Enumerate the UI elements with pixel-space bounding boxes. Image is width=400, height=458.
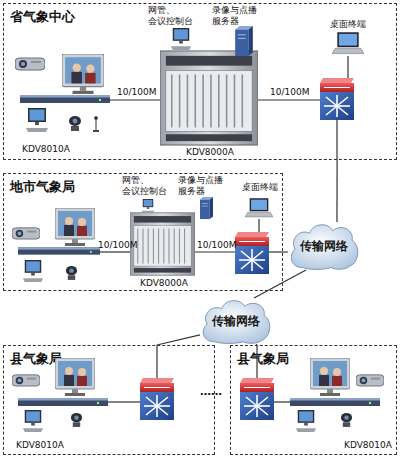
network-link: [254, 270, 306, 298]
laptop-icon: [245, 198, 273, 217]
device-label: 桌面终端: [330, 19, 366, 30]
server-icon: [200, 197, 213, 219]
switch-icon: [320, 78, 354, 120]
terminal-icon: [18, 247, 100, 254]
lan-wire: [108, 401, 140, 402]
projector-icon: [12, 375, 40, 386]
microphone-icon: [93, 116, 99, 132]
cloud-label: 传输网络: [212, 313, 260, 330]
lan-wire: [274, 401, 290, 402]
mcu-rack-icon: [160, 51, 258, 145]
lan-wire: [347, 56, 348, 78]
region-title: 地市气象局: [10, 178, 75, 196]
link-speed: 10/100M: [197, 240, 236, 251]
region-title: 县气象局: [10, 350, 62, 368]
model-label: KDV8000A: [140, 278, 188, 289]
region-title: 省气象中心: [10, 8, 75, 26]
link-speed: 10/100M: [117, 87, 156, 98]
link-speed: 10/100M: [270, 87, 309, 98]
terminal-icon: [290, 398, 380, 406]
projector-icon: [12, 228, 40, 239]
projector-icon: [356, 375, 384, 386]
site-region: 县气象局: [230, 345, 397, 455]
device-label: 录像与点播 服务器: [178, 175, 223, 197]
camera-icon: [66, 266, 77, 280]
pc-icon: [23, 260, 43, 282]
network-link: [157, 335, 200, 345]
camera-icon: [69, 116, 81, 131]
lan-wire: [100, 251, 130, 252]
region-title: 县气象局: [237, 350, 289, 368]
cloud-label: 传输网络: [300, 238, 348, 255]
pc-icon: [142, 199, 155, 213]
device-label: 录像与点播 服务器: [212, 5, 257, 27]
camera-icon: [341, 413, 352, 427]
tv-screen-icon: [310, 358, 350, 396]
mcu-rack-icon: [130, 213, 195, 275]
network-cloud: 传输网络: [200, 298, 272, 344]
tv-screen-icon: [62, 54, 104, 94]
server-icon: [235, 26, 253, 56]
terminal-icon: [18, 398, 108, 406]
lan-wire: [110, 99, 160, 100]
lan-wire: [195, 251, 235, 252]
device-label: 网管、 会议控制台: [122, 175, 167, 197]
projector-icon: [15, 58, 45, 70]
lan-wire: [258, 99, 320, 100]
network-link: [283, 251, 288, 252]
laptop-icon: [332, 32, 364, 53]
network-cloud: 传输网络: [288, 222, 360, 270]
model-label: KDV8010A: [16, 440, 64, 451]
camera-icon: [71, 413, 82, 427]
tv-screen-icon: [55, 208, 95, 246]
pc-icon: [296, 410, 316, 432]
uplink-wire: [269, 251, 283, 252]
device-label: 桌面终端: [242, 182, 278, 193]
network-link: [336, 160, 337, 222]
model-label: KDV8010A: [22, 144, 70, 155]
switch-icon: [235, 232, 269, 274]
switch-icon: [240, 378, 274, 420]
uplink-wire: [336, 120, 337, 160]
pc-icon: [23, 410, 43, 432]
model-label: KDV8010A: [344, 440, 392, 451]
model-label: KDV8000A: [186, 147, 234, 158]
lan-wire: [258, 219, 259, 232]
network-link: [256, 344, 258, 345]
uplink-wire: [156, 345, 157, 378]
pc-icon: [171, 28, 191, 50]
ellipsis-mark: ……: [200, 386, 222, 397]
pc-icon: [26, 108, 48, 132]
device-label: 网管、 会议控制台: [148, 5, 193, 27]
switch-icon: [140, 378, 174, 420]
terminal-icon: [20, 95, 110, 103]
site-region: 县气象局: [3, 345, 215, 455]
link-speed: 10/100M: [98, 240, 137, 251]
